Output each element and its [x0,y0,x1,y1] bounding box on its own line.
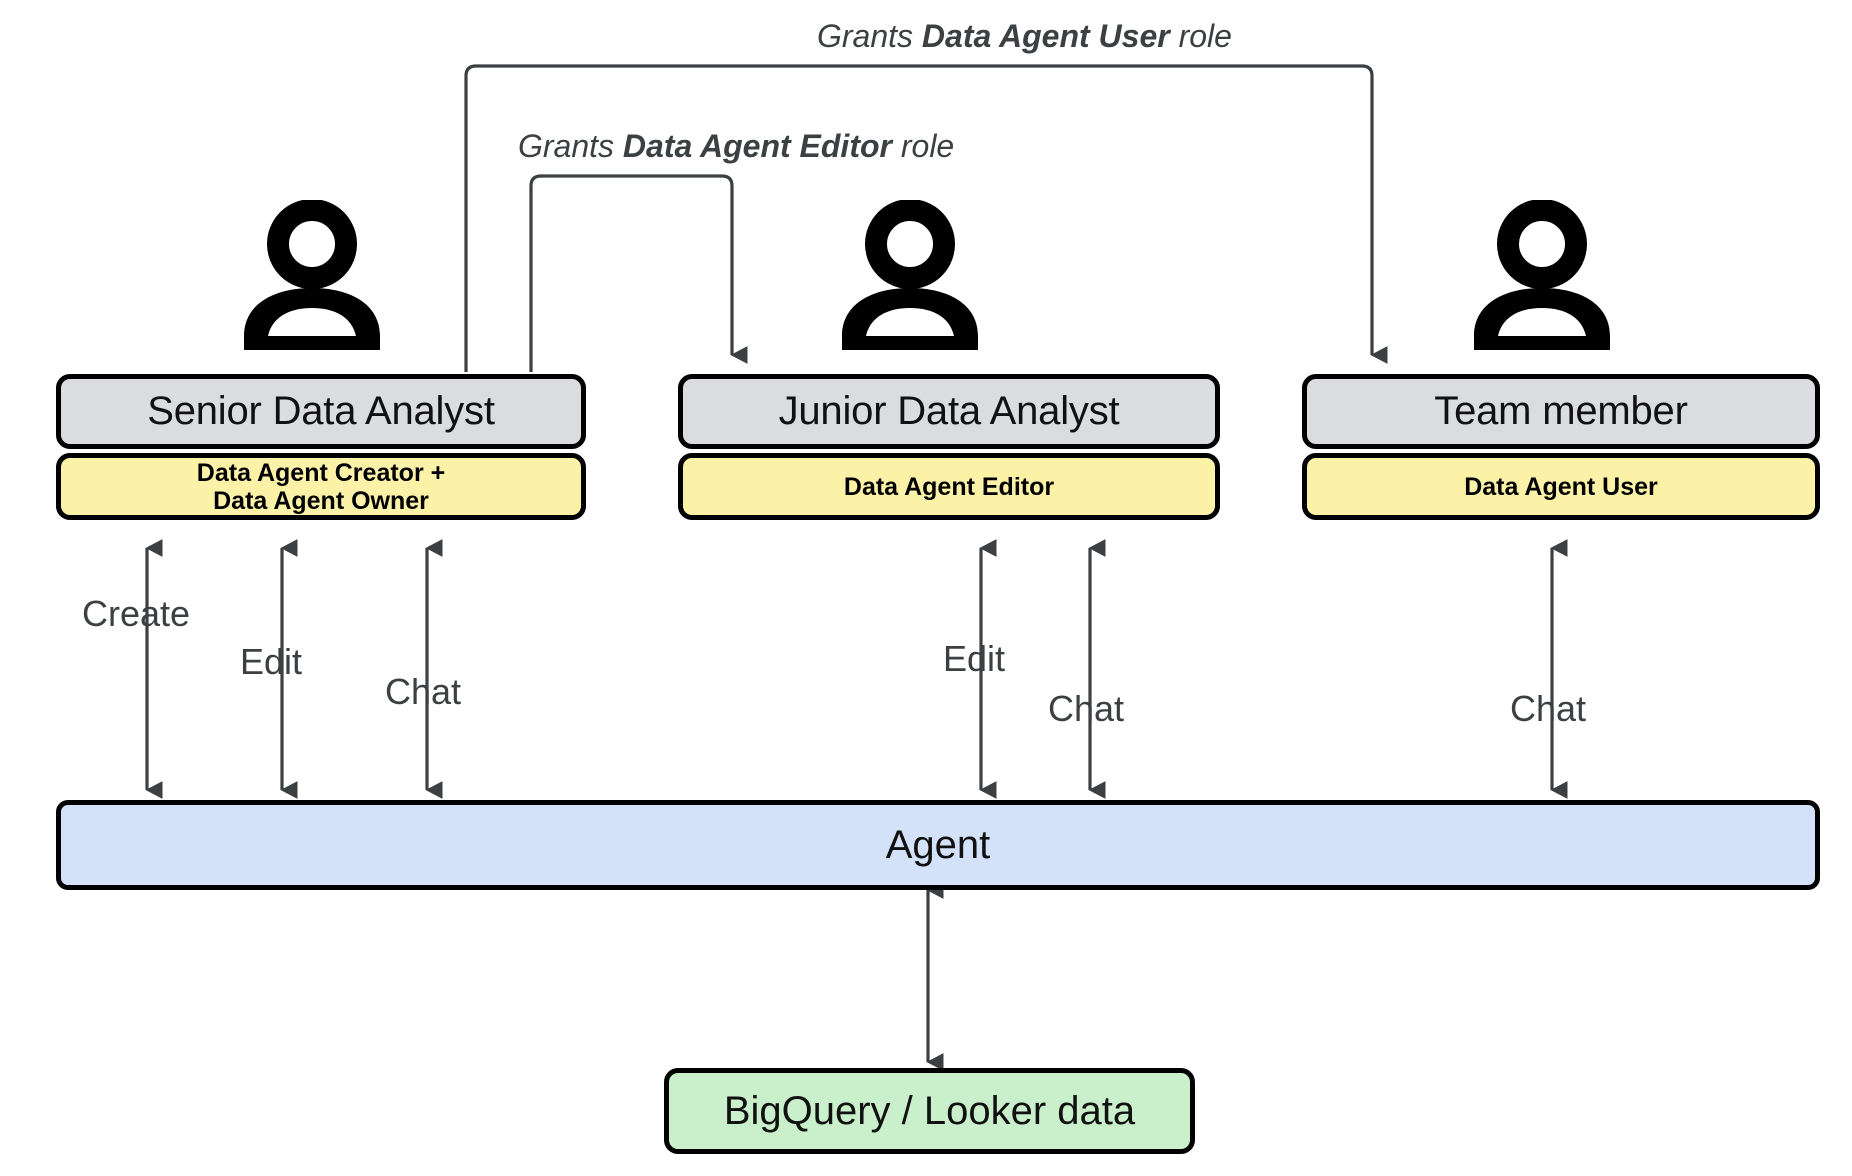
agent-bar[interactable]: Agent [56,800,1820,890]
grant-user-prefix: Grants [817,18,922,54]
interaction-label-junior-chat: Chat [1048,688,1125,729]
actor-role-line-2: Data Agent Owner [213,486,429,515]
actor-role-label: Data Agent User [1464,472,1658,501]
actor-title-team-member[interactable]: Team member [1302,374,1820,449]
person-icon [1474,200,1610,350]
grant-editor-prefix: Grants [518,128,623,164]
person-icon [842,200,978,350]
actor-role-line-1: Data Agent Creator + [196,458,446,487]
actor-title-label: Senior Data Analyst [147,389,495,433]
actor-role-team-member[interactable]: Data Agent User [1302,453,1820,520]
interaction-label-junior-edit: Edit [943,638,1006,679]
actor-role-label: Data Agent Editor [843,472,1055,501]
actor-title-junior-data-analyst[interactable]: Junior Data Analyst [678,374,1220,449]
interaction-label-senior-create: Create [82,593,191,634]
agent-label: Agent [885,822,991,867]
actor-title-label: Team member [1434,389,1688,433]
interaction-label-senior-edit: Edit [240,641,303,682]
actor-role-senior-data-analyst[interactable]: Data Agent Creator + Data Agent Owner [56,453,586,520]
grant-editor-suffix: role [891,128,955,164]
actor-title-label: Junior Data Analyst [778,389,1120,433]
grant-user-role: Data Agent User [921,18,1170,54]
actor-role-label: Data Agent Creator + Data Agent Owner [197,459,445,515]
person-icon [244,200,380,350]
actor-title-senior-data-analyst[interactable]: Senior Data Analyst [56,374,586,449]
connector-grant-data-agent-editor [529,174,748,372]
datastore-label: BigQuery / Looker data [723,1088,1136,1133]
grant-label-data-agent-editor: Grants Data Agent Editor role [518,128,954,165]
grant-user-suffix: role [1169,18,1232,54]
grant-label-data-agent-user: Grants Data Agent User role [817,18,1232,55]
grant-editor-role: Data Agent Editor [622,128,892,164]
interaction-label-senior-chat: Chat [385,671,462,712]
actor-role-junior-data-analyst[interactable]: Data Agent Editor [678,453,1220,520]
interaction-label-team-chat: Chat [1510,688,1587,729]
datastore-box[interactable]: BigQuery / Looker data [664,1068,1195,1154]
